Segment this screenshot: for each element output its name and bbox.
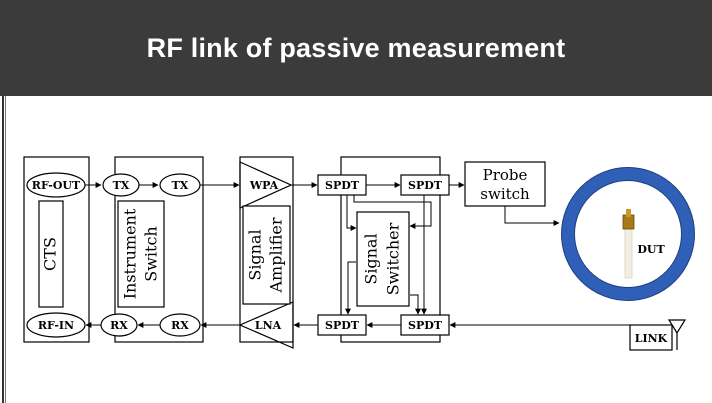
instrument-switch-label-2: Switch xyxy=(142,226,161,281)
rf-in-label: RF-IN xyxy=(38,319,74,332)
title-bar: RF link of passive measurement xyxy=(0,0,712,96)
dut-antenna-icon xyxy=(622,209,635,279)
signal-switcher-label-2: Switcher xyxy=(384,222,403,295)
spdt-bottom-left-label: SPDT xyxy=(325,319,360,332)
link-block xyxy=(629,324,673,351)
instrument-switch-block: Instrument Switch xyxy=(114,156,204,343)
signal-switcher-label-1: Signal xyxy=(362,233,381,284)
connection-lines xyxy=(85,182,630,328)
lna-amplifier-triangle xyxy=(238,301,294,349)
tx-label-2: TX xyxy=(172,179,189,192)
chamber-ring xyxy=(561,167,695,301)
wpa-amplifier-triangle xyxy=(239,161,293,209)
instrument-switch-label-1: Instrument xyxy=(121,208,140,299)
rf-link-diagram: CTS RF-OUT RF-IN Instrument Switch TX TX… xyxy=(23,156,695,351)
rf-out-label: RF-OUT xyxy=(32,179,81,192)
cts-label: CTS xyxy=(41,237,60,271)
signal-switcher-block: Signal Switcher xyxy=(340,156,441,343)
rf-in-port xyxy=(26,312,86,338)
signal-amplifier-block: Signal Amplifier xyxy=(238,156,294,349)
left-edge-line-inner xyxy=(5,96,6,403)
tx-label-1: TX xyxy=(113,179,130,192)
dut-label: DUT xyxy=(637,243,665,256)
rx-label-2: RX xyxy=(171,319,189,332)
spdt-top-right-label: SPDT xyxy=(408,179,443,192)
rx-label-1: RX xyxy=(110,319,128,332)
lna-label: LNA xyxy=(255,319,282,332)
page-title: RF link of passive measurement xyxy=(146,32,566,63)
signal-amplifier-label-2: Amplifier xyxy=(267,217,286,293)
signal-amplifier-label-1: Signal xyxy=(246,229,265,280)
antenna-icon xyxy=(667,319,687,350)
probe-switch-label-2: switch xyxy=(480,185,530,203)
spdt-top-left-label: SPDT xyxy=(325,179,360,192)
cts-block: CTS xyxy=(23,156,90,343)
left-edge-line xyxy=(2,96,4,403)
link-label: LINK xyxy=(635,332,668,345)
spdt-bottom-right-label: SPDT xyxy=(408,319,443,332)
wpa-label: WPA xyxy=(249,179,279,192)
probe-switch-label-1: Probe xyxy=(483,166,528,184)
